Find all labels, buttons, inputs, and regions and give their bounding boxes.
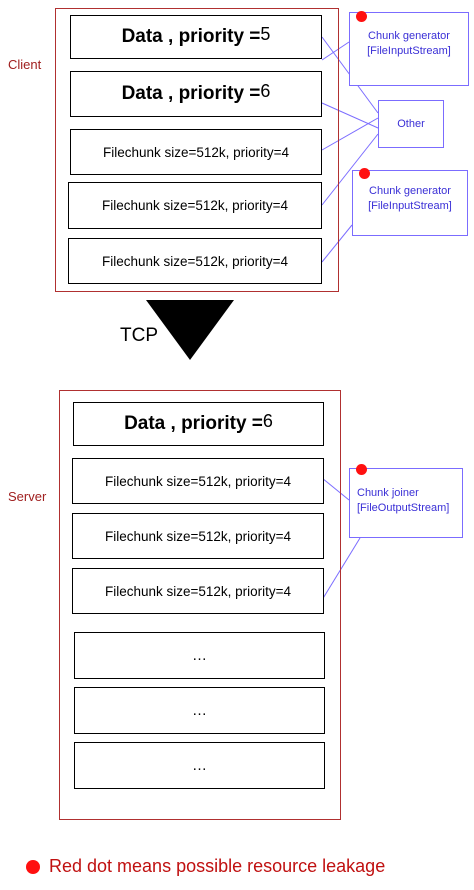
tcp-label: TCP — [120, 325, 158, 346]
note-line: Chunk generator — [369, 185, 451, 197]
note-line: Chunk joiner — [357, 487, 419, 499]
box-text: Data , priority = — [121, 83, 261, 104]
server-empty-box-1: … — [74, 632, 325, 679]
other-note: Other — [378, 100, 444, 148]
client-panel — [55, 8, 339, 292]
client-data-box-1: Data , priority = 5 — [70, 15, 322, 59]
priority-value: 6 — [260, 80, 271, 101]
connector-line — [321, 133, 379, 206]
connector-line — [321, 537, 361, 601]
server-empty-box-2: … — [74, 687, 325, 734]
server-chunk-box-2: Filechunk size=512k, priority=4 — [72, 513, 324, 559]
client-data-box-2: Data , priority = 6 — [70, 71, 322, 117]
note-line: [FileInputStream] — [368, 200, 452, 212]
server-data-box: Data , priority = 6 — [73, 402, 324, 446]
resource-leak-dot — [359, 168, 370, 179]
box-text: Data , priority = — [124, 413, 263, 434]
client-chunk-box-2: Filechunk size=512k, priority=4 — [68, 182, 322, 229]
box-text: Data , priority = — [121, 26, 261, 47]
note-line: [FileOutputStream] — [357, 502, 450, 514]
connector-line — [321, 41, 350, 61]
note-line: [FileInputStream] — [367, 45, 451, 57]
chunk-joiner-note: Chunk joiner [FileOutputStream] — [349, 468, 463, 538]
server-chunk-box-3: Filechunk size=512k, priority=4 — [72, 568, 324, 614]
connector-line — [321, 224, 353, 263]
resource-leak-dot — [356, 11, 367, 22]
note-line: Other — [397, 117, 425, 130]
connector-line — [321, 477, 350, 501]
resource-leak-dot — [356, 464, 367, 475]
legend: Red dot means possible resource leakage — [26, 856, 385, 877]
client-chunk-box-1: Filechunk size=512k, priority=4 — [70, 129, 322, 175]
priority-value: 6 — [262, 410, 273, 431]
note-line: Chunk generator — [368, 30, 450, 42]
chunk-generator-note-2: Chunk generator [FileInputStream] — [352, 170, 468, 236]
client-label: Client — [8, 57, 42, 72]
server-chunk-box-1: Filechunk size=512k, priority=4 — [72, 458, 324, 504]
server-empty-box-3: … — [74, 742, 325, 789]
down-arrow-icon — [146, 300, 234, 360]
client-chunk-box-3: Filechunk size=512k, priority=4 — [68, 238, 322, 284]
server-label: Server — [8, 489, 47, 504]
legend-text: Red dot means possible resource leakage — [49, 856, 386, 876]
priority-value: 5 — [260, 23, 271, 44]
server-panel — [59, 390, 341, 820]
connector-line — [321, 117, 379, 151]
chunk-generator-note-1: Chunk generator [FileInputStream] — [349, 12, 469, 86]
red-dot-icon — [26, 859, 40, 874]
